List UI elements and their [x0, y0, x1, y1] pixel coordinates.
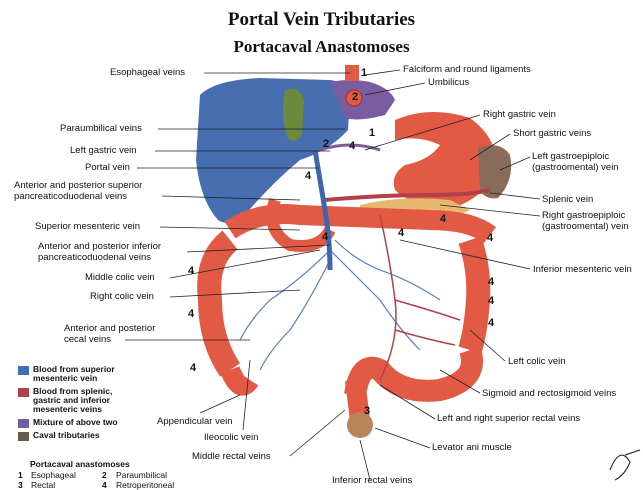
- anastomosis-number: 1: [361, 67, 367, 79]
- label-falciform-round-ligaments: Falciform and round ligaments: [403, 64, 531, 75]
- label-ant-post-cecal-2: cecal veins: [64, 334, 111, 345]
- gallbladder: [283, 89, 304, 141]
- label-left-gastric-vein: Left gastric vein: [70, 145, 137, 156]
- label-right-gastroepiploic-1: Right gastroepiploic: [542, 210, 625, 221]
- legend-swatch-purple: [18, 419, 29, 428]
- anastomosis-number: 4: [488, 295, 494, 307]
- anastomosis-number: 1: [369, 127, 375, 139]
- portacaval-label: Retroperitoneal: [116, 480, 174, 490]
- legend-swatch-brown: [18, 432, 29, 441]
- artist-signature: [610, 450, 640, 480]
- label-ant-post-superior: Anterior and posterior superior: [14, 180, 142, 191]
- label-short-gastric-veins: Short gastric veins: [513, 128, 591, 139]
- portacaval-label: Paraumbilical: [116, 470, 167, 480]
- label-right-gastric-vein: Right gastric vein: [483, 109, 556, 120]
- label-superior-mesenteric-vein: Superior mesenteric vein: [35, 221, 140, 232]
- label-umbilicus: Umbilicus: [428, 77, 469, 88]
- portacaval-heading: Portacaval anastomoses: [30, 459, 130, 469]
- label-portal-vein: Portal vein: [85, 162, 130, 173]
- label-ant-post-cecal-1: Anterior and posterior: [64, 323, 155, 334]
- portacaval-number: 2: [102, 470, 107, 480]
- anastomosis-number: 3: [364, 405, 370, 417]
- legend-swatch-red: [18, 388, 29, 397]
- anastomosis-number: 4: [190, 362, 196, 374]
- ascending-colon: [209, 240, 230, 370]
- anastomosis-number: 4: [398, 227, 404, 239]
- legend-text: mesenteric vein: [33, 374, 97, 383]
- label-ant-post-inferior: Anterior and posterior inferior: [38, 241, 161, 252]
- legend-swatch-blue: [18, 366, 29, 375]
- portacaval-label: Esophageal: [31, 470, 76, 480]
- anastomosis-number: 2: [323, 138, 329, 150]
- anastomosis-number: 4: [487, 232, 493, 244]
- label-left-gastroepiploic-2: (gastroomental) vein: [532, 162, 619, 173]
- anastomosis-number: 4: [322, 231, 328, 243]
- label-superior-rectal-veins: Left and right superior rectal veins: [437, 413, 580, 424]
- label-appendicular-vein: Appendicular vein: [157, 416, 233, 427]
- label-middle-rectal-veins: Middle rectal veins: [192, 451, 271, 462]
- label-left-colic-vein: Left colic vein: [508, 356, 566, 367]
- label-esophageal-veins: Esophageal veins: [110, 67, 185, 78]
- anastomosis-number: 4: [488, 276, 494, 288]
- label-sigmoid-rectosigmoid-veins: Sigmoid and rectosigmoid veins: [482, 388, 616, 399]
- portacaval-number: 1: [18, 470, 23, 480]
- sigmoid-colon: [355, 350, 472, 395]
- anastomosis-number: 4: [488, 317, 494, 329]
- label-splenic-vein: Splenic vein: [542, 194, 593, 205]
- label-middle-colic-vein: Middle colic vein: [85, 272, 155, 283]
- anastomosis-number: 4: [188, 308, 194, 320]
- anastomosis-number: 4: [188, 265, 194, 277]
- anastomosis-number: 4: [440, 213, 446, 225]
- inferior-mesenteric-network: [380, 215, 460, 380]
- legend-text: Mixture of above two: [33, 418, 118, 427]
- label-levator-ani-muscle: Levator ani muscle: [432, 442, 512, 453]
- label-right-gastroepiploic-2: (gastroomental) vein: [542, 221, 629, 232]
- anastomosis-number: 4: [349, 140, 355, 152]
- label-paraumbilical-veins: Paraumbilical veins: [60, 123, 142, 134]
- portacaval-label: Rectal: [31, 480, 55, 490]
- cecum: [230, 370, 250, 386]
- legend-text: Caval tributaries: [33, 431, 100, 440]
- portacaval-number: 4: [102, 480, 107, 490]
- anastomosis-number: 4: [305, 170, 311, 182]
- legend-text: mesenteric veins: [33, 405, 102, 414]
- label-pancreaticoduodenal-2: pancreaticoduodenal veins: [38, 252, 151, 263]
- label-left-gastroepiploic-1: Left gastroepiploic: [532, 151, 609, 162]
- label-inferior-rectal-veins: Inferior rectal veins: [332, 475, 412, 486]
- portacaval-number: 3: [18, 480, 23, 490]
- label-inferior-mesenteric-vein: Inferior mesenteric vein: [533, 264, 632, 275]
- label-right-colic-vein: Right colic vein: [90, 291, 154, 302]
- label-ileocolic-vein: Ileocolic vein: [204, 432, 258, 443]
- label-pancreaticoduodenal-1: pancreaticoduodenal veins: [14, 191, 127, 202]
- anastomosis-number: 2: [352, 91, 358, 103]
